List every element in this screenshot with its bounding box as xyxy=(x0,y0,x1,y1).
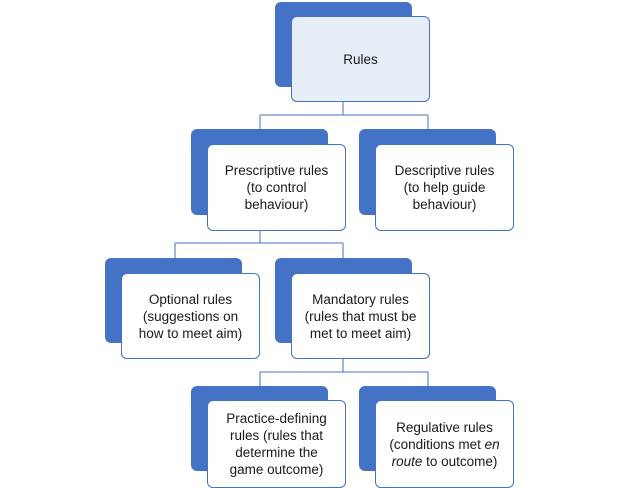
node-rules: Rules xyxy=(275,2,430,102)
node-optional-line2: (suggestions on xyxy=(142,308,239,324)
node-descriptive-rules: Descriptive rules (to help guide behavio… xyxy=(359,129,514,231)
node-descriptive-line3: behaviour) xyxy=(412,197,477,212)
node-mandatory-line2: (rules that must be xyxy=(304,308,417,324)
node-regulative-line1: Regulative rules xyxy=(396,419,493,435)
node-regulative-line3-italic: route xyxy=(391,453,423,469)
node-mandatory-line1: Mandatory rules xyxy=(312,291,409,307)
node-optional-rules: Optional rules (suggestions on how to me… xyxy=(105,258,260,359)
node-regulative-line3-text: to outcome) xyxy=(422,453,498,469)
node-mandatory-rules: Mandatory rules (rules that must be met … xyxy=(275,258,430,359)
node-regulative-rules: Regulative rules (conditions met en rout… xyxy=(359,386,514,488)
node-practice-line4: game outcome) xyxy=(229,462,324,477)
node-descriptive-line1: Descriptive rules xyxy=(394,163,495,178)
node-regulative-line3: route to outcome) xyxy=(389,453,499,470)
node-prescriptive-line3: behaviour) xyxy=(244,197,309,212)
node-descriptive-line2: (to help guide xyxy=(403,180,486,195)
node-regulative-line2-italic: en xyxy=(484,436,500,452)
node-practice-defining-rules: Practice-defining rules (rules that dete… xyxy=(191,386,346,488)
node-practice-line3: determine the xyxy=(235,445,318,460)
node-practice-line2: rules (rules that xyxy=(229,428,324,443)
node-practice-line1: Practice-defining xyxy=(226,411,327,426)
node-prescriptive-line2: (to control xyxy=(246,180,307,195)
node-prescriptive-line1: Prescriptive rules xyxy=(224,163,329,178)
node-regulative-line2: (conditions met en xyxy=(389,436,499,453)
node-mandatory-line3: met to meet aim) xyxy=(309,325,412,341)
node-rules-label: Rules xyxy=(343,51,378,67)
node-optional-line1: Optional rules xyxy=(148,291,233,307)
node-prescriptive-rules: Prescriptive rules (to control behaviour… xyxy=(191,129,346,231)
node-optional-line3: how to meet aim) xyxy=(138,325,243,341)
node-regulative-line2-text: (conditions met xyxy=(389,436,485,452)
